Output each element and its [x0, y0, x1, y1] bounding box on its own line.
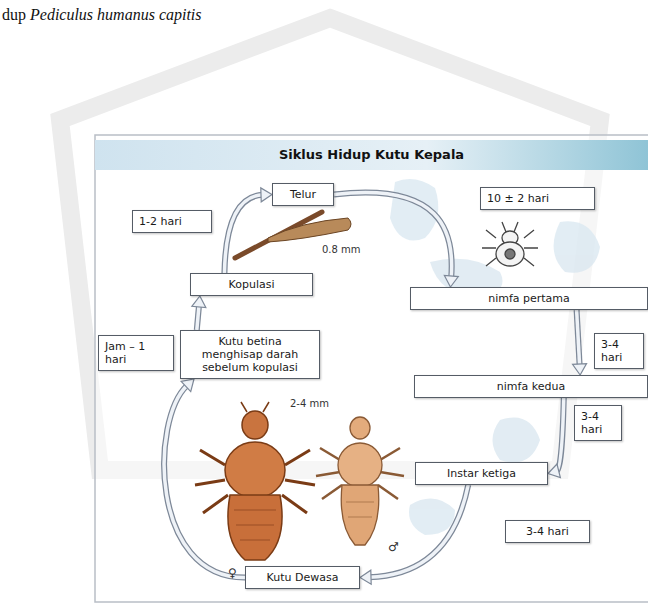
- box-text: Jam – 1 hari: [105, 340, 167, 366]
- male-louse: [316, 417, 404, 545]
- heading-fragment: dup: [2, 6, 26, 24]
- stage-box: Kutu betina menghisap darah sebelum kopu…: [180, 330, 320, 379]
- sex-symbol: ♂: [388, 540, 399, 554]
- stage-box: nimfa pertama: [410, 287, 648, 310]
- arrow-head: [181, 379, 194, 392]
- stage-box: Kutu Dewasa: [245, 566, 360, 589]
- stage-box: nimfa kedua: [414, 375, 648, 398]
- cycle-arrow: [164, 379, 245, 578]
- arrow-shaft: [197, 305, 199, 330]
- cycle-arrow: [573, 310, 587, 375]
- background-blobs: [390, 179, 600, 535]
- box-text: 3-4 hari: [512, 525, 583, 538]
- arrow-shaft: [369, 485, 468, 577]
- cycle-arrow: [334, 192, 458, 287]
- arrow-shaft: [557, 398, 564, 471]
- sex-symbol: ♀: [228, 566, 237, 580]
- box-text: Instar ketiga: [422, 467, 541, 480]
- box-text: nimfa pertama: [417, 292, 641, 305]
- arrow-shaft: [164, 385, 245, 577]
- female-louse: [195, 402, 315, 560]
- cycle-arrow: [360, 485, 468, 584]
- duration-box: Jam – 1 hari: [98, 335, 174, 371]
- box-text: nimfa kedua: [421, 380, 641, 393]
- dimension: 2-4 mm: [290, 398, 329, 409]
- box-text: 3-4 hari: [581, 410, 615, 436]
- stage-box: Kopulasi: [190, 273, 313, 296]
- stage-box: Telur: [272, 183, 334, 206]
- duration-box: 10 ± 2 hari: [480, 187, 595, 210]
- box-text: 3-4 hari: [601, 338, 637, 364]
- species-name: Pediculus humanus capitis: [30, 6, 202, 24]
- diagram-title: Siklus Hidup Kutu Kepala: [95, 140, 648, 170]
- arrow-head: [360, 570, 371, 584]
- stage-box: Instar ketiga: [415, 462, 548, 485]
- arrow-shaft: [224, 195, 263, 273]
- arrow-shaft: [197, 305, 199, 330]
- header-band: [95, 140, 648, 170]
- box-text: Kutu Dewasa: [252, 571, 353, 584]
- arrow-shaft: [577, 310, 580, 366]
- duration-box: 1-2 hari: [132, 210, 212, 233]
- duration-box: 3-4 hari: [594, 333, 644, 369]
- arrow-shaft: [164, 385, 245, 577]
- arrow-shaft: [577, 310, 580, 366]
- box-text: Kopulasi: [197, 278, 306, 291]
- arrow-head: [548, 464, 560, 478]
- arrow-shaft: [369, 485, 468, 577]
- panel: [95, 135, 648, 602]
- box-text: 10 ± 2 hari: [487, 192, 588, 205]
- dimension: 0.8 mm: [322, 244, 361, 255]
- arrow-head: [444, 275, 458, 287]
- cycle-arrow: [224, 188, 272, 273]
- arrow-shaft: [334, 192, 452, 278]
- nymph-illustration: [482, 222, 538, 266]
- arrow-head: [192, 296, 206, 308]
- box-text: Kutu betina menghisap darah sebelum kopu…: [187, 335, 313, 374]
- box-text: Telur: [279, 188, 327, 201]
- duration-box: 3-4 hari: [574, 405, 622, 441]
- box-text: 1-2 hari: [139, 215, 205, 228]
- cycle-arrow: [192, 296, 206, 330]
- arrow-head: [261, 188, 272, 202]
- arrow-head: [573, 364, 587, 375]
- duration-box: 3-4 hari: [505, 520, 590, 543]
- arrow-shaft: [334, 192, 452, 278]
- arrow-shaft: [557, 398, 564, 471]
- cycle-arrow: [548, 398, 564, 478]
- arrow-shaft: [224, 195, 263, 273]
